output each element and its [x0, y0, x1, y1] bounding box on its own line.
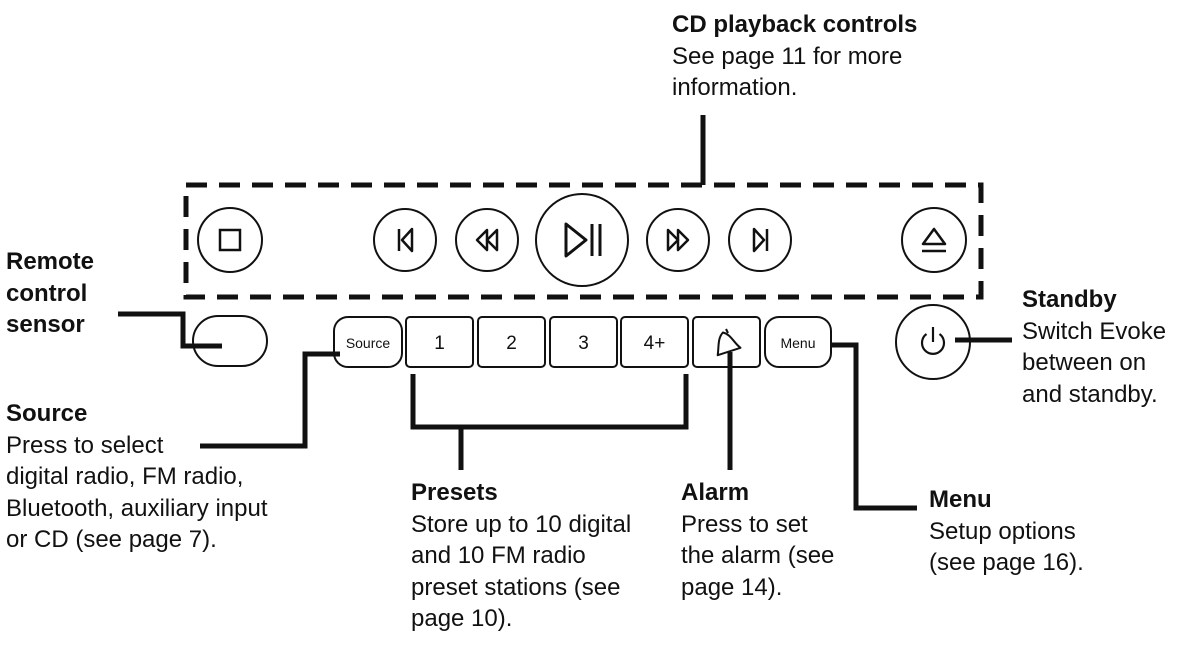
cd-controls-description: See page 11 for more information.	[672, 42, 903, 102]
source-button-label: Source	[346, 335, 391, 351]
alarm-title: Alarm	[681, 479, 750, 506]
standby-button[interactable]	[895, 304, 971, 380]
standby-callout: Standby Switch Evoke between on and stan…	[1022, 284, 1166, 410]
standby-description: Switch Evoke between on and standby.	[1022, 317, 1167, 408]
preset-3-button[interactable]: 3	[549, 316, 618, 368]
standby-title: Standby	[1022, 286, 1117, 313]
next-track-button[interactable]	[728, 208, 792, 272]
eject-button[interactable]	[901, 207, 967, 273]
stop-button[interactable]	[197, 207, 263, 273]
alarm-bell-icon	[716, 328, 742, 357]
presets-leader	[410, 374, 689, 430]
leader-lines	[118, 115, 1012, 511]
menu-callout: Menu Setup options (see page 16).	[929, 484, 1084, 579]
source-leader	[200, 351, 340, 449]
alarm-description: Press to set the alarm (see page 14).	[681, 510, 835, 601]
remote-sensor-leader	[118, 311, 222, 349]
menu-title: Menu	[929, 486, 992, 513]
cd-controls-group-outline	[183, 182, 984, 300]
previous-track-icon	[397, 227, 414, 253]
preset-2-button[interactable]: 2	[477, 316, 546, 368]
play-pause-button[interactable]	[535, 193, 629, 287]
remote-sensor-callout: Remote control sensor	[6, 246, 94, 341]
preset-4-plus-label: 4+	[644, 333, 666, 354]
alarm-callout: Alarm Press to set the alarm (see page 1…	[681, 477, 834, 603]
preset-1-label: 1	[434, 333, 445, 354]
preset-1-button[interactable]: 1	[405, 316, 474, 368]
power-icon	[920, 327, 946, 355]
presets-callout: Presets Store up to 10 digital and 10 FM…	[411, 477, 631, 635]
presets-description: Store up to 10 digital and 10 FM radio p…	[411, 510, 632, 633]
source-callout: Source Press to select digital radio, FM…	[6, 398, 268, 556]
preset-4-plus-button[interactable]: 4+	[620, 316, 689, 368]
source-title: Source	[6, 400, 88, 427]
presets-title: Presets	[411, 479, 498, 506]
fast-forward-button[interactable]	[646, 208, 710, 272]
fast-forward-icon	[666, 228, 690, 252]
alarm-button[interactable]	[692, 316, 761, 368]
menu-description: Setup options (see page 16).	[929, 517, 1084, 577]
menu-leader	[830, 342, 917, 511]
preset-2-label: 2	[506, 333, 517, 354]
preset-3-label: 3	[578, 333, 589, 354]
previous-track-button[interactable]	[373, 208, 437, 272]
eject-icon	[921, 227, 947, 253]
remote-control-sensor	[192, 315, 268, 367]
rewind-icon	[475, 228, 499, 252]
next-track-icon	[752, 227, 769, 253]
source-description: Press to select digital radio, FM radio,…	[6, 431, 268, 554]
play-pause-icon	[564, 222, 602, 258]
source-button[interactable]: Source	[333, 316, 403, 368]
menu-button[interactable]: Menu	[764, 316, 832, 368]
cd-controls-title: CD playback controls	[672, 11, 918, 38]
menu-button-label: Menu	[780, 335, 815, 351]
stop-icon	[218, 228, 242, 252]
remote-sensor-title: Remote control sensor	[6, 248, 95, 338]
cd-controls-callout: CD playback controls See page 11 for mor…	[672, 9, 917, 104]
rewind-button[interactable]	[455, 208, 519, 272]
